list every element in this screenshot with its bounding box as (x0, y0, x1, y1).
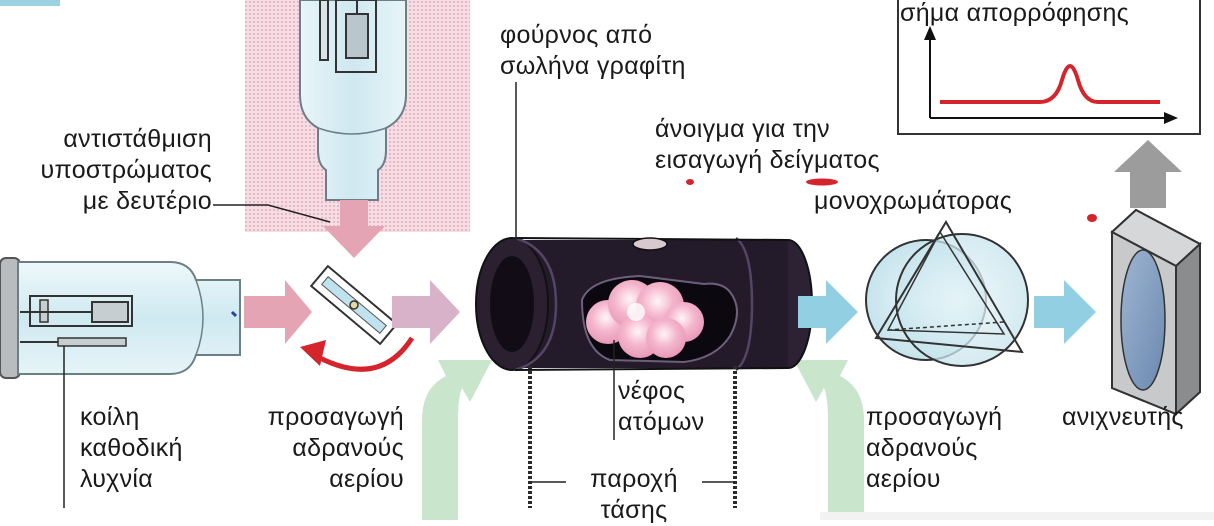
smudge-2 (806, 178, 838, 186)
absorption-signal-label: σήμα απορρόφησης (900, 0, 1130, 27)
graphite-furnace (475, 236, 813, 372)
sample-opening-label: άνοιγμα για την εισαγωγή δείγματος (655, 115, 880, 174)
inert-gas-label-right: προσαγωγή αδρανούς αερίου (866, 403, 1003, 493)
absorption-signal-panel (897, 0, 1201, 135)
bottom-strip (820, 512, 1214, 520)
combined-beam-arrow (392, 280, 460, 344)
furnace-label: φούρνος από σωλήνα γραφίτη (500, 21, 686, 80)
voltage-supply-label: παροχή τάσης (590, 465, 678, 524)
beam-to-detector-arrow (1034, 280, 1096, 344)
signal-arrow (1114, 140, 1182, 208)
inert-gas-label-left: προσαγωγή αδρανούς αερίου (267, 403, 404, 493)
deuterium-leader (213, 204, 331, 223)
voltage-electrodes (528, 366, 737, 508)
absorption-peak (940, 64, 1160, 104)
deuterium-beam-arrow (323, 200, 385, 258)
smudge-3 (1087, 214, 1097, 222)
detector (1110, 208, 1202, 417)
inert-gas-arrow-right (794, 360, 864, 520)
inert-gas-arrow-left (422, 360, 492, 520)
beam-combiner (309, 264, 399, 346)
monochromator-label: μονοχρωμάτορας (814, 187, 1013, 215)
hcl-beam-arrow (244, 280, 312, 344)
deuterium-lamp (299, 0, 407, 201)
hollow-cathode-lamp (0, 257, 241, 379)
monochromator (865, 220, 1029, 367)
beam-to-monochromator-arrow (798, 280, 858, 344)
atom-cloud-label: νέφος ατόμων (618, 377, 705, 436)
hollow-cathode-label: κοίλη καθοδική λυχνία (80, 403, 183, 493)
rotation-arrow (318, 336, 415, 372)
detector-label: ανιχνευτής (1062, 403, 1184, 431)
deuterium-correction-label: αντιστάθμιση υποστρώματος με δευτέριο (40, 125, 212, 215)
corner-fragment (0, 0, 60, 6)
smudge-1 (686, 179, 694, 185)
